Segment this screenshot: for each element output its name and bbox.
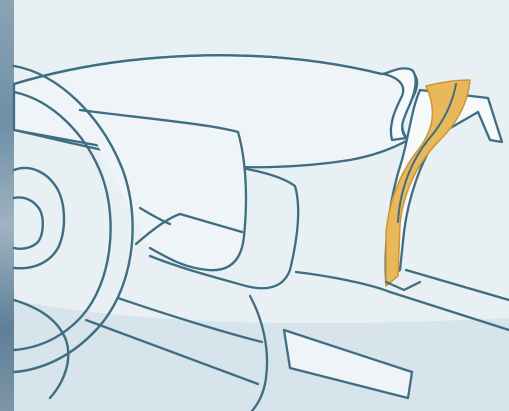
illustration-stage xyxy=(0,0,509,411)
dashboard-illustration xyxy=(0,0,509,411)
